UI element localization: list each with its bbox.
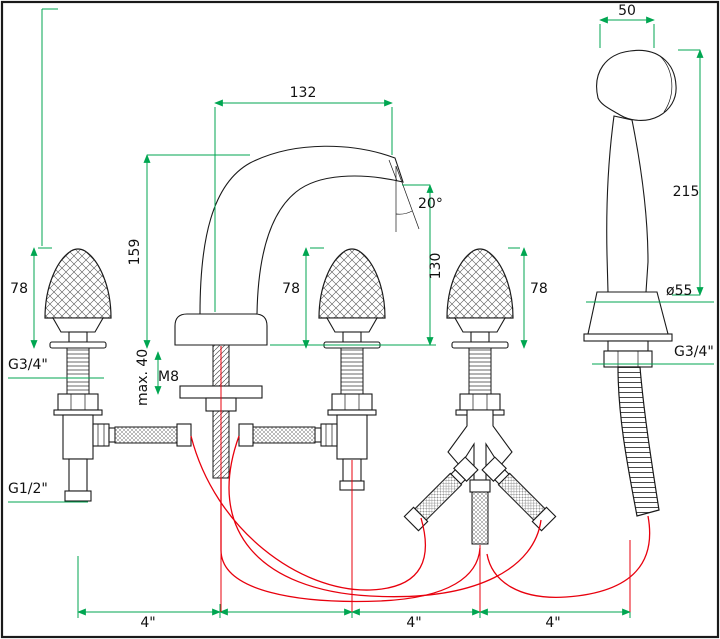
deck-max-thickness-label: max. 40	[135, 349, 151, 406]
thread-shower-label: G3/4"	[674, 344, 714, 360]
flexible-hoses-red	[190, 346, 651, 612]
dim-spout-width-label: 132	[290, 85, 317, 101]
dim-handle-left-height-label: 78	[10, 281, 28, 297]
hand-shower	[583, 49, 677, 517]
pitch-middle-label: 4"	[406, 615, 421, 631]
dim-spout-angle-label: 20°	[418, 196, 443, 212]
dim-spout-outlet-height-label: 130	[428, 253, 444, 280]
dim-handle-right-height-label: 78	[530, 281, 548, 297]
stud-thread-label: M8	[158, 369, 179, 385]
diverter	[403, 248, 557, 545]
shower-flex-hose	[617, 366, 660, 517]
shower-head	[596, 49, 677, 121]
dim-shower-height-label: 215	[673, 184, 700, 200]
pitch-right-label: 4"	[545, 615, 560, 631]
dim-shower-head-width-label: 50	[618, 3, 636, 19]
shower-cone	[587, 291, 669, 335]
thread-left-valve-label: G3/4"	[8, 357, 48, 373]
valve-left	[44, 248, 192, 502]
dimension-labels: 132 50 159 130 215 78 78 78 20° G3/4" G1…	[8, 3, 714, 631]
diverter-center-hose	[471, 491, 489, 545]
dim-spout-height-label: 159	[127, 239, 143, 266]
thread-left-outlet-label: G1/2"	[8, 481, 48, 497]
dimension-lines	[8, 8, 714, 618]
cone-diameter-label: ø55	[666, 283, 692, 299]
pitch-left-label: 4"	[140, 615, 155, 631]
dim-handle-middle-height-label: 78	[282, 281, 300, 297]
